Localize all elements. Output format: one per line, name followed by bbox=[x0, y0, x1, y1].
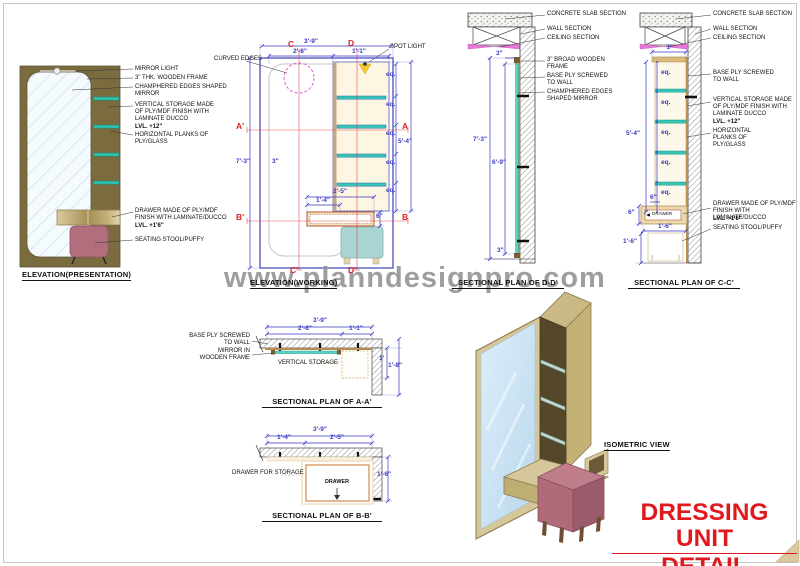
dim-eq-1: eq. bbox=[386, 71, 396, 78]
aa-annotation-storage: VERTICAL STORAGE bbox=[278, 360, 338, 366]
aa-dim-18: 1'-8" bbox=[388, 362, 403, 369]
drawing-title: DRESSING UNIT DETAIL bbox=[612, 500, 797, 566]
dd-dim-73: 7'-3" bbox=[473, 136, 488, 143]
dd-annotation-wall: WALL SECTION bbox=[547, 26, 592, 32]
section-marker-d: D bbox=[348, 38, 355, 48]
section-cc-drawing bbox=[635, 12, 712, 266]
annotation-spot-light: SPOT LIGHT bbox=[390, 44, 426, 50]
annotation-vertical-storage: VERTICAL STORAGE MADE OF PLY/MDF FINISH … bbox=[135, 102, 214, 123]
annotation-seating-stool: SEATING STOOL/PUFFY bbox=[135, 237, 205, 243]
cc-annotation-ply: BASE PLY SCREWED TO WALL bbox=[713, 70, 774, 84]
bb-annotation-drawer: DRAWER FOR STORAGE bbox=[232, 470, 304, 476]
elevation-working-drawing bbox=[245, 43, 415, 271]
dd-dim-69: 6'-9" bbox=[492, 159, 507, 166]
annotation-drawer-level: LVL. +1'6" bbox=[135, 223, 164, 229]
cc-dim-6-left: 6" bbox=[628, 209, 635, 216]
aa-dim-11: 1'-1" bbox=[348, 325, 364, 332]
section-aa-drawing bbox=[251, 324, 402, 496]
section-marker-a2: A' bbox=[236, 121, 245, 131]
cc-dim-eq-5: eq. bbox=[661, 189, 671, 196]
cc-annotation-drawer-level: LVL. +1'6" bbox=[713, 216, 742, 222]
annotation-wooden-frame: 3" THK. WOODEN FRAME bbox=[135, 75, 208, 81]
section-marker-a: A bbox=[402, 121, 409, 131]
sheet-border bbox=[3, 3, 800, 563]
dd-annotation-slab: CONCRETE SLAB SECTION bbox=[547, 11, 627, 17]
bb-dim-25: 2'-5" bbox=[329, 434, 345, 441]
cc-dim-54: 5'-4" bbox=[626, 130, 641, 137]
bb-dim-16: 1'-6" bbox=[377, 471, 392, 478]
isometric-drawing bbox=[475, 291, 610, 543]
section-aa-title: SECTIONAL PLAN OF A-A' bbox=[262, 397, 382, 409]
section-marker-c2: C' bbox=[290, 265, 299, 275]
isometric-view-title: ISOMETRIC VIEW bbox=[604, 440, 670, 452]
elevation-working-title: ELEVATION(WORKING) bbox=[250, 278, 338, 290]
section-cc-title: SECTIONAL PLAN OF C-C' bbox=[628, 278, 740, 290]
dim-eq-3: eq. bbox=[386, 130, 396, 137]
section-dd-title: SECTIONAL PLAN OF D-D' bbox=[452, 278, 564, 290]
dim-height-73: 7'-3" bbox=[236, 158, 251, 165]
dd-annotation-ceiling: CEILING SECTION bbox=[547, 35, 600, 41]
drawing-title-line1: DRESSING UNIT bbox=[612, 500, 797, 555]
dd-annotation-ply: BASE PLY SCREWED TO WALL bbox=[547, 73, 608, 87]
aa-dim-28: 2'-8" bbox=[297, 325, 313, 332]
bb-drawer-tag: DRAWER bbox=[325, 479, 349, 485]
aa-annotation-ply: BASE PLY SCREWED TO WALL bbox=[189, 333, 250, 347]
section-marker-b: B bbox=[402, 212, 409, 222]
dd-dim-3-top: 3" bbox=[496, 50, 503, 57]
aa-dim-39: 3'-9" bbox=[312, 317, 328, 324]
dim-eq-2: eq. bbox=[386, 101, 396, 108]
cc-annotation-drawer: DRAWER MADE OF PLY/MDF FINISH WITH LAMIN… bbox=[713, 201, 796, 222]
cc-annotation-planks: HORIZONTAL PLANKS OF PLY/GLASS bbox=[713, 128, 752, 149]
annotation-storage-level: LVL. +12" bbox=[135, 124, 163, 130]
annotation-drawer: DRAWER MADE OF PLY/MDF FINISH WITH LAMIN… bbox=[135, 208, 227, 222]
section-marker-d2: D' bbox=[348, 265, 357, 275]
dim-frame-3: 3" bbox=[272, 158, 279, 165]
cc-dim-16-h: 1'-6" bbox=[657, 223, 673, 230]
annotation-mirror-light: MIRROR LIGHT bbox=[135, 66, 179, 72]
dim-overall-width: 3'-9" bbox=[303, 38, 319, 45]
dim-drawer-25: 2'-5" bbox=[332, 188, 348, 195]
dim-drawer-6: 6" bbox=[376, 213, 383, 220]
annotation-horizontal-planks: HORIZONTAL PLANKS OF PLY/GLASS bbox=[135, 132, 209, 146]
dim-eq-4: eq. bbox=[386, 159, 396, 166]
cc-dim-6-top: 6" bbox=[650, 194, 657, 201]
bb-dim-39: 3'-9" bbox=[312, 426, 328, 433]
cc-dim-eq-3: eq. bbox=[661, 129, 671, 136]
cc-dim-eq-1: eq. bbox=[661, 69, 671, 76]
bb-dim-14: 1'-4" bbox=[276, 434, 292, 441]
dd-annotation-frame: 3" BROAD WOODEN FRAME bbox=[547, 57, 605, 71]
elevation-presentation-drawing bbox=[19, 65, 134, 268]
cc-dim-eq-2: eq. bbox=[661, 99, 671, 106]
section-bb-drawing bbox=[255, 433, 392, 505]
cc-annotation-storage-level: LVL. +12" bbox=[713, 119, 741, 125]
section-marker-b2: B' bbox=[236, 212, 245, 222]
dd-dim-3-bottom: 3" bbox=[497, 247, 504, 254]
cc-annotation-ceiling: CEILING SECTION bbox=[713, 35, 766, 41]
dim-mirror-width: 2'-8" bbox=[292, 48, 308, 55]
section-bb-title: SECTIONAL PLAN OF B-B' bbox=[262, 511, 382, 523]
dim-drawer-14: 1'-4" bbox=[315, 197, 331, 204]
cc-annotation-stool: SEATING STOOL/PUFFY bbox=[713, 225, 783, 231]
section-dd-drawing bbox=[467, 12, 546, 264]
dim-storage-width: 1'-1" bbox=[351, 48, 367, 55]
dd-annotation-mirror: CHAMPHERED EDGES SHAPED MIRROR bbox=[547, 89, 613, 103]
dim-storage-height: 5'-4" bbox=[398, 138, 413, 145]
cc-dim-eq-4: eq. bbox=[661, 159, 671, 166]
cc-drawer-tag: DRAWER bbox=[652, 211, 673, 216]
aa-dim-1ft: 1' bbox=[379, 355, 385, 362]
cc-annotation-wall: WALL SECTION bbox=[713, 26, 758, 32]
cc-annotation-storage: VERTICAL STORAGE MADE OF PLY/MDF FINISH … bbox=[713, 97, 792, 118]
cc-dim-1ft: 1' bbox=[666, 44, 672, 51]
drawing-title-line2: DETAIL bbox=[661, 554, 748, 566]
dim-eq-5: eq. bbox=[386, 187, 396, 194]
aa-annotation-mirror: MIRROR IN WOODEN FRAME bbox=[199, 348, 250, 362]
annotation-chamfered-mirror: CHAMPHERED EDGES SHAPED MIRROR bbox=[135, 84, 227, 98]
cc-annotation-slab: CONCRETE SLAB SECTION bbox=[713, 11, 793, 17]
elevation-presentation-title: ELEVATION(PRESENTATION) bbox=[22, 270, 132, 282]
section-marker-c: C bbox=[288, 39, 295, 49]
cc-dim-16-v: 1'-6" bbox=[623, 238, 638, 245]
annotation-curved-edges: CURVED EDGES bbox=[214, 56, 262, 62]
